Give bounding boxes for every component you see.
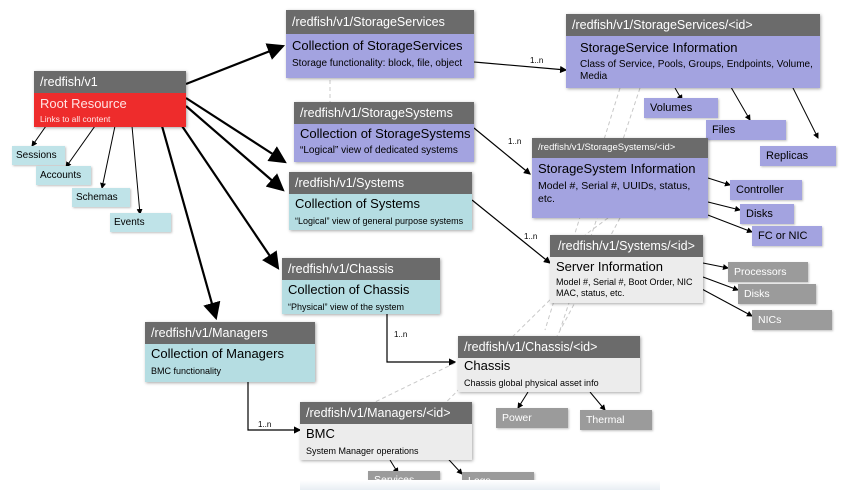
- storage-system-id-desc: Model #, Serial #, UUIDs, status, etc.: [538, 180, 691, 205]
- processors-leaf[interactable]: Processors: [728, 262, 808, 282]
- root-resource-node[interactable]: /redfish/v1 Root Resource Links to all c…: [34, 71, 186, 127]
- managers-collection-header: /redfish/v1/Managers: [145, 322, 315, 344]
- storage-systems-multiplicity: 1..n: [508, 137, 522, 146]
- managers-multiplicity: 1..n: [258, 420, 272, 429]
- system-id-desc: Model #, Serial #, Boot Order, NIC MAC, …: [556, 277, 693, 298]
- chassis-multiplicity: 1..n: [394, 330, 408, 339]
- manager-id-desc: System Manager operations: [306, 446, 419, 456]
- systems-collection-header: /redfish/v1/Systems: [289, 172, 472, 194]
- events-leaf[interactable]: Events: [110, 213, 171, 232]
- storage-system-id-node[interactable]: /redfish/v1/StorageSystems/<id> StorageS…: [532, 138, 708, 218]
- system-id-node[interactable]: /redfish/v1/Systems/<id> Server Informat…: [550, 235, 703, 303]
- chassis-collection-desc: “Physical” view of the system: [288, 302, 405, 312]
- storage-systems-collection-title: Collection of StorageSystems: [300, 126, 471, 141]
- thermal-leaf[interactable]: Thermal: [580, 410, 652, 430]
- system-id-title: Server Information: [556, 259, 663, 274]
- storage-systems-collection-node[interactable]: /redfish/v1/StorageSystems Collection of…: [294, 102, 474, 162]
- controller-leaf[interactable]: Controller: [730, 180, 802, 200]
- system-disks-leaf[interactable]: Disks: [738, 284, 816, 304]
- systems-collection-title: Collection of Systems: [295, 196, 420, 211]
- storage-services-collection-desc: Storage functionality: block, file, obje…: [292, 58, 463, 69]
- chassis-collection-header: /redfish/v1/Chassis: [282, 258, 440, 280]
- nics-leaf[interactable]: NICs: [752, 310, 832, 330]
- power-leaf[interactable]: Power: [496, 408, 568, 428]
- storage-system-id-header: /redfish/v1/StorageSystems/<id>: [532, 138, 708, 158]
- chassis-id-header: /redfish/v1/Chassis/<id>: [458, 336, 640, 358]
- storage-systems-collection-header: /redfish/v1/StorageSystems: [294, 102, 474, 124]
- storage-service-id-desc: Class of Service, Pools, Groups, Endpoin…: [580, 59, 813, 82]
- storage-services-collection-title: Collection of StorageServices: [292, 38, 463, 53]
- systems-multiplicity: 1..n: [524, 232, 538, 241]
- storage-systems-collection-desc: “Logical” view of dedicated systems: [300, 145, 458, 156]
- bottom-fade: [300, 480, 660, 490]
- manager-id-node[interactable]: /redfish/v1/Managers/<id> BMC System Man…: [300, 402, 472, 460]
- manager-id-header: /redfish/v1/Managers/<id>: [300, 402, 472, 424]
- storage-service-id-title: StorageService Information: [580, 40, 738, 55]
- storage-system-id-title: StorageSystem Information: [538, 161, 696, 176]
- root-resource-title: Root Resource: [40, 96, 127, 111]
- chassis-collection-title: Collection of Chassis: [288, 282, 410, 297]
- replicas-leaf[interactable]: Replicas: [760, 146, 836, 166]
- chassis-id-node[interactable]: /redfish/v1/Chassis/<id> Chassis Chassis…: [458, 336, 640, 392]
- schemas-leaf[interactable]: Schemas: [72, 188, 130, 207]
- chassis-id-desc: Chassis global physical asset info: [464, 378, 599, 388]
- storage-disks-leaf[interactable]: Disks: [740, 204, 794, 224]
- chassis-id-title: Chassis: [464, 358, 511, 373]
- systems-collection-node[interactable]: /redfish/v1/Systems Collection of System…: [289, 172, 472, 230]
- chassis-collection-node[interactable]: /redfish/v1/Chassis Collection of Chassi…: [282, 258, 440, 314]
- sessions-leaf[interactable]: Sessions: [12, 146, 65, 165]
- manager-id-title: BMC: [306, 426, 335, 441]
- root-resource-header: /redfish/v1: [34, 71, 186, 93]
- systems-collection-desc: “Logical” view of general purpose system…: [295, 216, 464, 226]
- storage-service-id-header: /redfish/v1/StorageServices/<id>: [566, 14, 820, 36]
- storage-services-multiplicity: 1..n: [530, 56, 544, 65]
- managers-collection-node[interactable]: /redfish/v1/Managers Collection of Manag…: [145, 322, 315, 382]
- managers-collection-desc: BMC functionality: [151, 366, 222, 376]
- root-resource-desc: Links to all content: [40, 114, 111, 124]
- volumes-leaf[interactable]: Volumes: [644, 98, 718, 118]
- storage-services-collection-header: /redfish/v1/StorageServices: [286, 10, 474, 34]
- system-id-header: /redfish/v1/Systems/<id>: [550, 235, 703, 257]
- managers-collection-title: Collection of Managers: [151, 346, 284, 361]
- files-leaf[interactable]: Files: [706, 120, 786, 140]
- storage-service-id-node[interactable]: /redfish/v1/StorageServices/<id> Storage…: [566, 14, 820, 88]
- fc-or-nic-leaf[interactable]: FC or NIC: [752, 226, 822, 246]
- accounts-leaf[interactable]: Accounts: [36, 166, 91, 185]
- storage-services-collection-node[interactable]: /redfish/v1/StorageServices Collection o…: [286, 10, 474, 78]
